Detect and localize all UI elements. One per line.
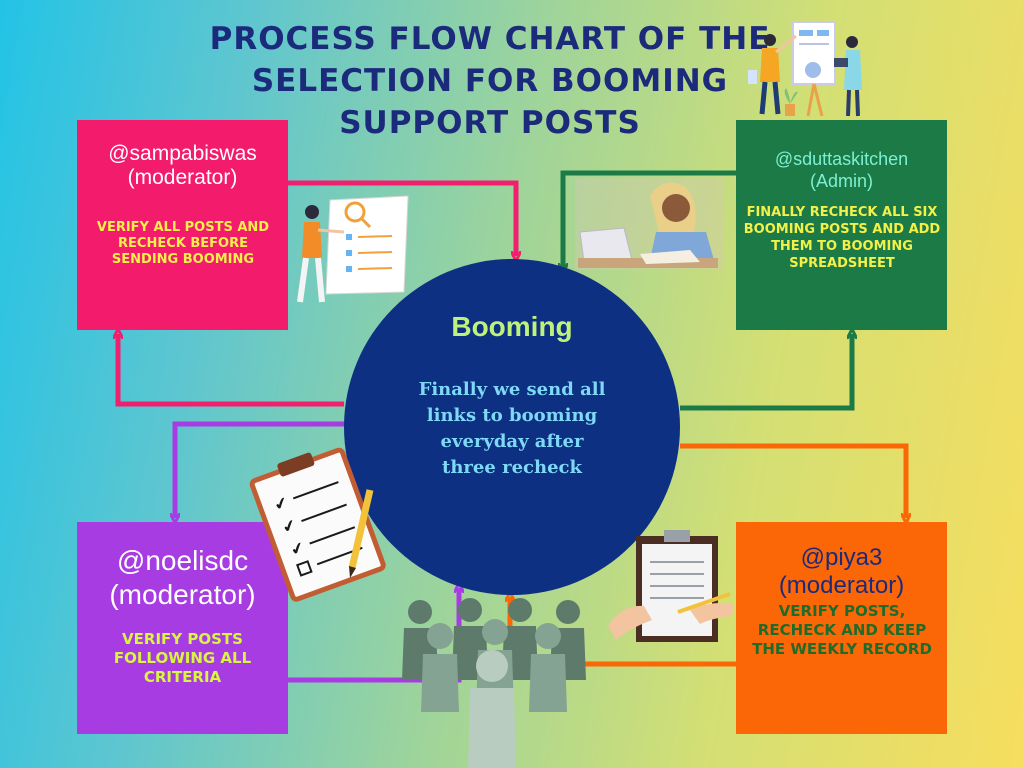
- arrow-booming-to-sampa: [118, 334, 344, 407]
- moderator-card-piya3: @piya3 (moderator) VERIFY POSTS, RECHECK…: [736, 522, 947, 734]
- booming-heading: Booming: [451, 311, 573, 342]
- card-username: @piya3: [800, 544, 883, 571]
- card-role: (moderator): [127, 166, 238, 189]
- card-username: @sampabiswas: [108, 142, 257, 165]
- booming-center-circle: Booming Finally we send all links to boo…: [344, 259, 680, 595]
- svg-text:✔: ✔: [288, 537, 307, 559]
- moderator-card-sampabiswas: @sampabiswas (moderator) VERIFY ALL POST…: [77, 120, 288, 330]
- card-role: (Admin): [809, 171, 873, 191]
- card-handle-label: @noelisdc (moderator): [77, 544, 288, 612]
- svg-text:✔: ✔: [280, 515, 299, 537]
- card-handle-label: @sampabiswas (moderator): [77, 142, 288, 190]
- card-username: @noelisdc: [116, 545, 249, 576]
- page-title: PROCESS FLOW CHART OF THE SELECTION FOR …: [209, 21, 771, 141]
- presentation-board-icon: [792, 21, 836, 117]
- woman-at-laptop-icon: [575, 178, 723, 270]
- arrow-booming-to-sdutta: [680, 334, 852, 411]
- card-username: @sduttaskitchen: [774, 149, 909, 169]
- presenter-woman-icon: [748, 34, 797, 115]
- checklist-document-icon: [325, 195, 409, 295]
- card-task-text: VERIFY POSTS, RECHECK AND KEEP THE WEEKL…: [752, 602, 932, 658]
- pencil-icon: [348, 489, 374, 578]
- plant-icon: [784, 88, 798, 116]
- arrow-booming-to-piya: [680, 443, 906, 518]
- presenter-laptop-woman-icon: [834, 36, 862, 117]
- svg-text:✔: ✔: [271, 492, 290, 514]
- group-of-people-icon: [402, 598, 586, 768]
- card-task-text: FINALLY RECHECK ALL SIX BOOMING POSTS AN…: [743, 205, 941, 271]
- arrow-sampa-to-booming: [288, 180, 516, 256]
- admin-card-sduttaskitchen: @sduttaskitchen (Admin) FINALLY RECHECK …: [736, 120, 947, 330]
- arrow-sdutta-to-booming: [563, 170, 736, 268]
- hands-signing-document-icon: [608, 530, 734, 642]
- card-task-text: VERIFY ALL POSTS AND RECHECK BEFORE SEND…: [96, 220, 270, 267]
- booming-description: Finally we send all links to booming eve…: [418, 379, 606, 478]
- card-role: (moderator): [778, 572, 905, 599]
- arrow-booming-to-noel: [175, 421, 346, 518]
- card-handle-label: @piya3 (moderator): [736, 544, 947, 600]
- moderator-card-noelisdc: @noelisdc (moderator) VERIFY POSTS FOLLO…: [77, 522, 288, 734]
- card-role: (moderator): [109, 579, 256, 610]
- person-pointing-icon: [297, 205, 345, 303]
- card-task-text: VERIFY POSTS FOLLOWING ALL CRITERIA: [113, 630, 252, 686]
- card-handle-label: @sduttaskitchen (Admin): [736, 148, 947, 192]
